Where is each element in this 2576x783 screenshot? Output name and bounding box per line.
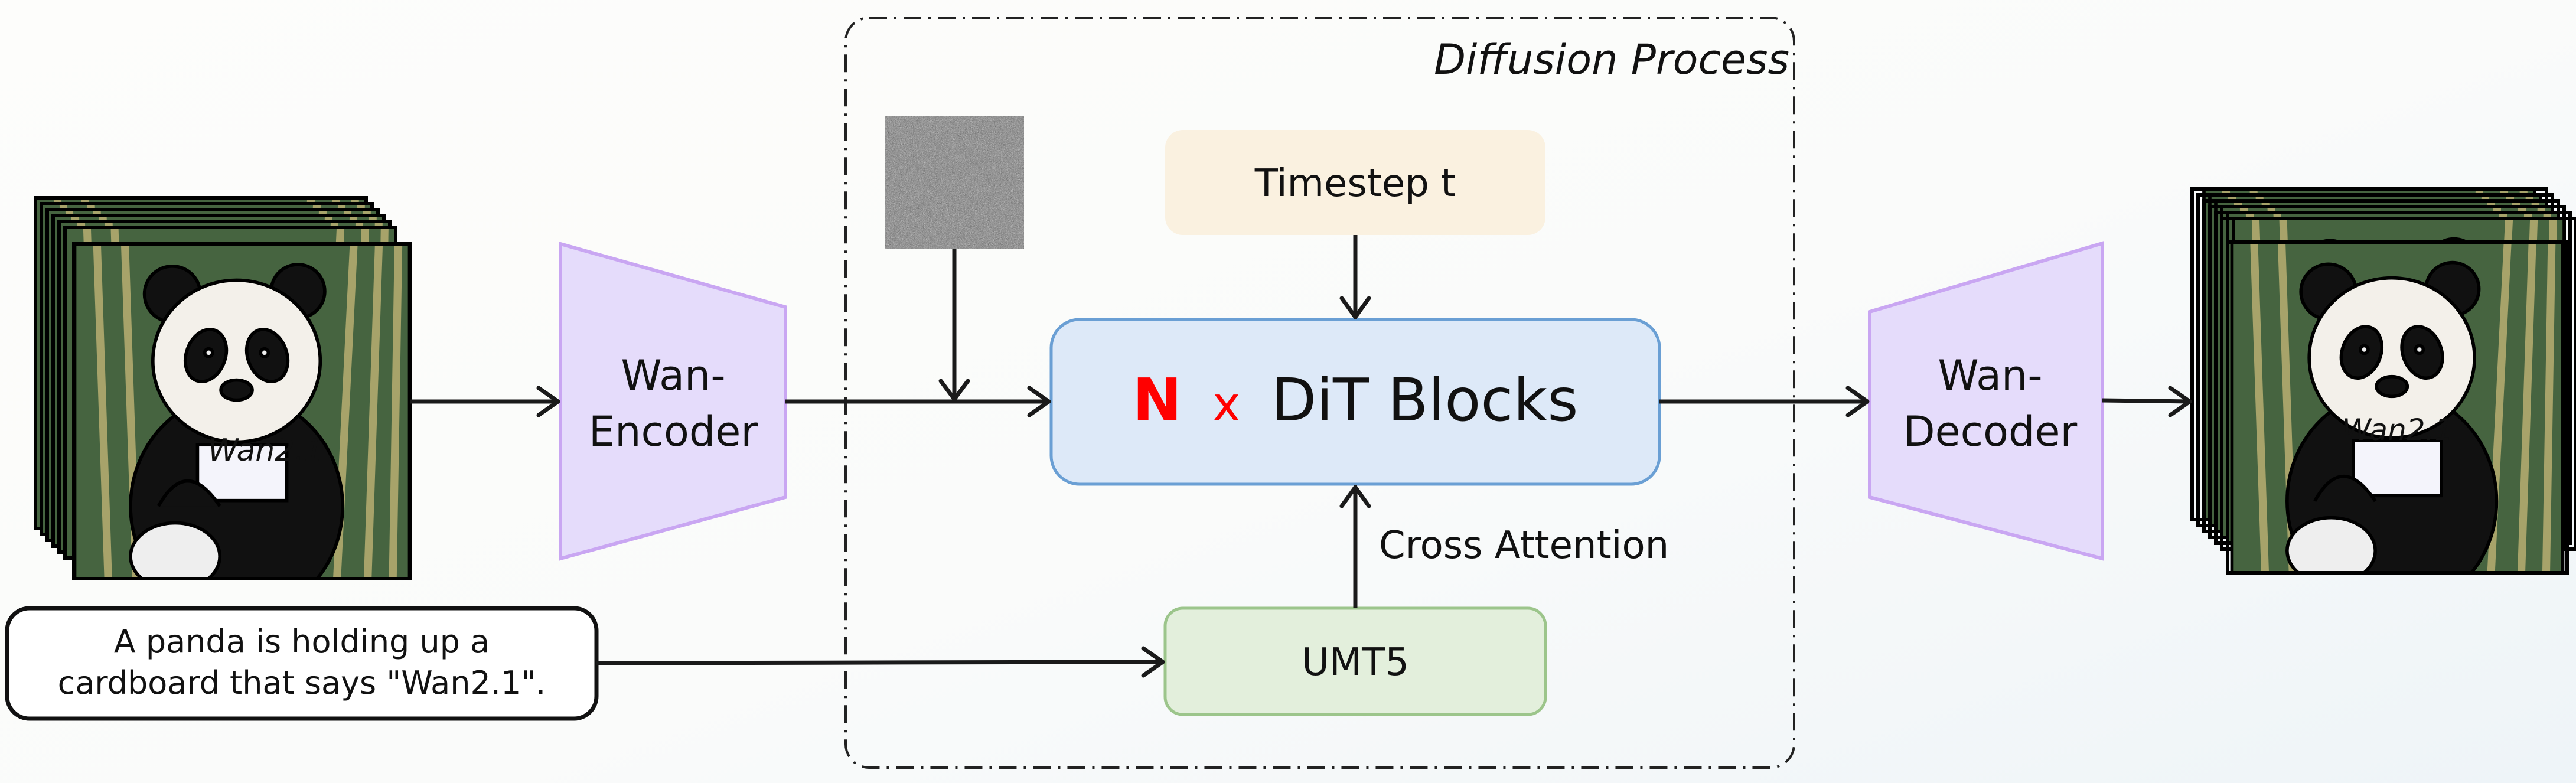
wan-decoder-block <box>1868 240 2104 561</box>
wan-encoder-block <box>559 242 787 561</box>
prompt-box <box>5 606 599 721</box>
dit-n: N <box>1133 366 1182 435</box>
cross-attention-label: Cross Attention <box>1379 524 1669 567</box>
timestep-block <box>1165 130 1545 235</box>
arrows <box>410 235 2192 678</box>
output-video-frames: Wan2.1 <box>2190 187 2576 575</box>
umt5-label: UMT5 <box>1302 641 1409 684</box>
arrow-input-to-encoder <box>410 386 560 417</box>
encoder-label-1: Wan- <box>621 351 725 400</box>
arrow-encoder-to-dit <box>785 386 1051 417</box>
diffusion-process-container <box>844 17 1795 769</box>
decoder-label-2: Decoder <box>1903 407 2078 456</box>
dit-label: N x DiT Blocks <box>1133 366 1579 435</box>
diffusion-process-title: Diffusion Process <box>1434 35 1789 84</box>
input-video-frames: Wan2.1 <box>34 196 412 580</box>
prompt-line-1: A panda is holding up a <box>114 623 490 660</box>
decoder-label-1: Wan- <box>1938 351 2042 400</box>
noise-texture <box>885 116 1024 249</box>
arrow-timestep-to-dit <box>1339 235 1371 319</box>
arrow-noise-to-latent <box>938 249 970 402</box>
arrow-decoder-to-output <box>2102 386 2192 417</box>
dit-x: x <box>1212 377 1240 432</box>
arrow-umt5-to-dit <box>1339 485 1371 608</box>
arrow-prompt-to-umt5 <box>596 646 1165 678</box>
output-sign-text: Wan2.1 <box>2342 413 2454 447</box>
dit-text: DiT Blocks <box>1271 366 1578 435</box>
encoder-label-2: Encoder <box>589 407 758 456</box>
timestep-label: Timestep t <box>1254 162 1456 205</box>
arrow-dit-to-decoder <box>1659 386 1870 417</box>
input-sign-text: Wan2.1 <box>208 433 324 468</box>
prompt-line-2: cardboard that says "Wan2.1". <box>58 664 546 702</box>
